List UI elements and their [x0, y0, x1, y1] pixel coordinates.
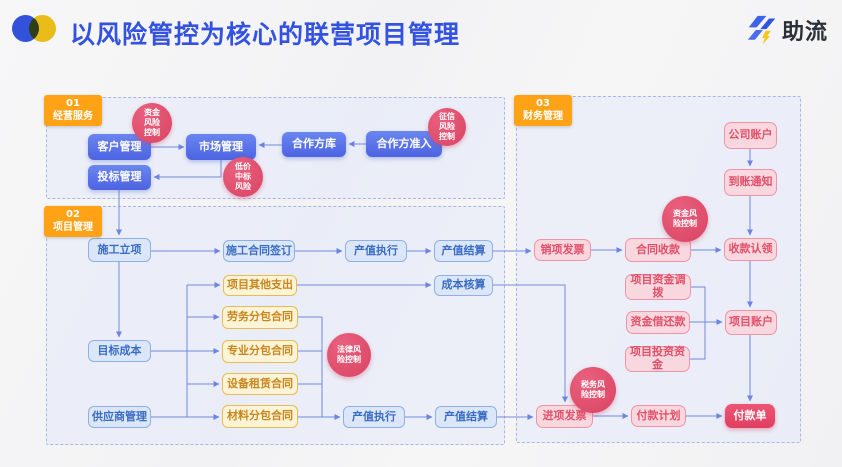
node-professional-subcontract: 专业分包合同: [222, 340, 298, 363]
node-contract-receipt: 合同收款: [625, 238, 691, 262]
node-output-settlement-2: 产值结算: [435, 406, 497, 428]
risk-lowprice-bid: 低价 中标 风险: [223, 157, 263, 197]
node-project-investment-fund: 项目投资资金: [625, 346, 690, 372]
node-arrival-notice: 到账通知: [724, 169, 777, 196]
node-construction-contract-signing: 施工合同签订: [223, 240, 295, 262]
title-bullet-icon: [12, 14, 58, 44]
node-output-invoice: 销项发票: [534, 239, 591, 261]
node-bidding-mgmt: 投标管理: [88, 165, 151, 190]
badge1-label: 经营服务: [53, 110, 93, 122]
node-other-project-expense: 项目其他支出: [223, 275, 297, 296]
node-construction-initiation: 施工立项: [88, 238, 151, 262]
badge-finance-mgmt: 03 财务管理: [514, 95, 572, 126]
badge3-number: 03: [536, 98, 550, 109]
node-partner-library: 合作方库: [282, 132, 346, 157]
risk-credit-control: 征信 风险 控制: [428, 108, 466, 146]
brand-lightning-icon: [747, 15, 776, 45]
node-project-fund-transfer: 项目资金调拨: [625, 274, 691, 300]
risk-legal-control: 法律风 险控制: [327, 333, 371, 377]
risk-tax-control: 税务风 险控制: [570, 367, 616, 413]
node-target-cost: 目标成本: [88, 340, 151, 362]
node-fund-borrow-repay: 资金借还款: [626, 311, 690, 334]
brand-logo: 助流: [747, 14, 828, 46]
node-payment-order: 付款单: [725, 404, 775, 428]
node-receipt-claim: 收款认领: [724, 238, 777, 261]
brand-name: 助流: [781, 20, 828, 45]
badge2-label: 项目管理: [53, 221, 93, 233]
node-material-subcontract: 材料分包合同: [222, 405, 298, 428]
node-output-settlement-1: 产值结算: [434, 240, 493, 262]
node-output-execution-1: 产值执行: [345, 240, 407, 262]
blue-circle-icon: [12, 15, 39, 42]
node-input-invoice: 进项发票: [536, 405, 593, 428]
risk-capital-control-1: 资金 风险 控制: [132, 103, 172, 143]
node-equipment-rental-contract: 设备租赁合同: [222, 373, 298, 395]
node-payment-plan: 付款计划: [631, 405, 686, 427]
node-market-mgmt: 市场管理: [186, 134, 256, 160]
node-output-execution-2: 产值执行: [343, 406, 405, 428]
badge2-number: 02: [66, 209, 80, 220]
badge1-number: 01: [66, 98, 80, 109]
page-title: 以风险管控为核心的联营项目管理: [70, 20, 461, 49]
badge-business-services: 01 经营服务: [44, 95, 102, 126]
badge3-label: 财务管理: [523, 110, 563, 122]
node-project-account: 项目账户: [725, 310, 777, 335]
badge-project-mgmt: 02 项目管理: [44, 206, 102, 237]
node-cost-accounting: 成本核算: [434, 275, 493, 296]
risk-capital-control-2: 资金风 险控制: [662, 196, 708, 242]
node-company-account: 公司账户: [724, 122, 777, 149]
node-labor-subcontract: 劳务分包合同: [222, 306, 298, 329]
node-supplier-mgmt: 供应商管理: [88, 406, 151, 428]
